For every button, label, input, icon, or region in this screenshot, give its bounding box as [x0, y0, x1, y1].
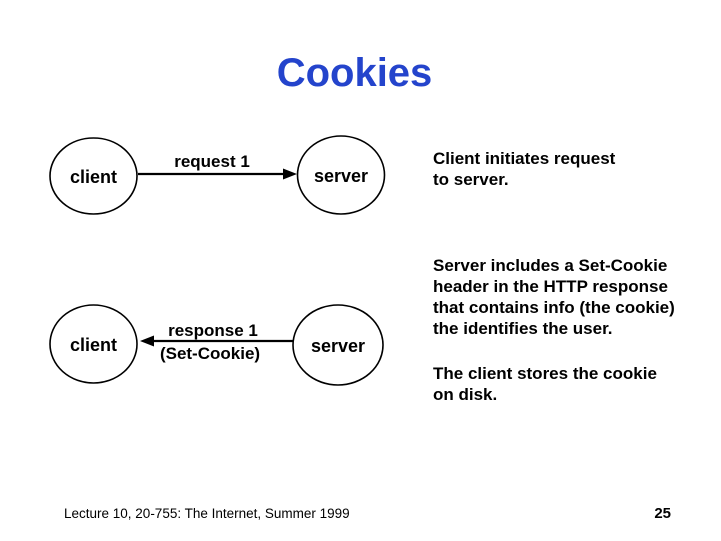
request-arrow-label: request 1: [174, 152, 250, 171]
slide-title: Cookies: [276, 51, 433, 95]
server-node-row1: [296, 135, 386, 215]
response-arrow-head: [140, 335, 154, 347]
note-client-stores-cookie: The client stores the cookie on disk.: [433, 364, 657, 404]
client-node-row1-label: client: [70, 167, 117, 187]
server-node-row2: [292, 304, 384, 386]
server-node-row2-label: server: [311, 336, 365, 356]
page-number: 25: [654, 505, 671, 522]
server-node-row1-label: server: [314, 166, 368, 186]
client-node-row2-label: client: [70, 335, 117, 355]
set-cookie-arrow-label: (Set-Cookie): [160, 344, 260, 363]
client-node-row1: [49, 137, 138, 215]
footer-lecture-info: Lecture 10, 20-755: The Internet, Summer…: [64, 506, 350, 521]
note-client-initiates-request: Client initiates request to server.: [433, 149, 616, 189]
request-arrow-head: [283, 168, 297, 180]
note-server-set-cookie-header: Server includes a Set-Cookie header in t…: [433, 256, 675, 338]
client-node-row2: [49, 304, 138, 384]
response-arrow-label: response 1: [168, 321, 258, 340]
